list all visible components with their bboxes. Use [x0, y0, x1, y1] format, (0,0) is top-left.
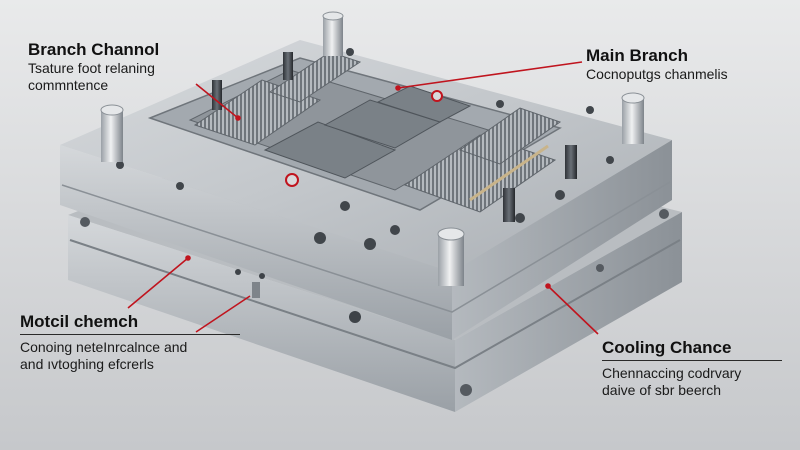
label-branch-channel: Branch Channol Tsature foot relaning com…	[28, 40, 198, 94]
cooling-channel-grille	[403, 107, 562, 213]
top-holes	[116, 48, 614, 250]
guide-pin-front-left	[100, 104, 124, 162]
label-branch-line-2: commntence	[28, 77, 109, 93]
label-branch-line-1: Tsature foot relaning	[28, 60, 155, 76]
label-main-branch: Main Branch Cocnoputgs chanmelis	[586, 46, 776, 83]
label-metal-line-2: and ıvtoghing efcrerls	[20, 356, 154, 372]
leader-metal-2	[195, 295, 251, 333]
label-cooling-channel: Cooling Chance Chennaccing codrvary daiv…	[602, 338, 782, 399]
ejector-pins	[212, 52, 577, 222]
label-metal-title: Motcil chemch	[20, 312, 139, 331]
guide-pin-front	[437, 227, 465, 286]
leader-main	[397, 61, 583, 89]
label-cooling-line-1: Chennaccing codrvary	[602, 365, 742, 381]
leader-branch	[195, 83, 239, 119]
label-main-title: Main Branch	[586, 46, 689, 65]
label-metal-channel: Motcil chemch Conoing neteInrcalnce and …	[20, 312, 240, 373]
leader-lines	[127, 61, 599, 335]
label-branch-title: Branch Channol	[28, 40, 160, 59]
guide-pin-back	[322, 11, 344, 56]
label-main-line-1: Cocnoputgs chanmelis	[586, 66, 728, 82]
label-metal-rule	[20, 334, 240, 335]
label-cooling-rule	[602, 360, 782, 361]
guide-pin-right	[621, 92, 645, 144]
label-cooling-title: Cooling Chance	[602, 338, 732, 357]
label-cooling-line-2: daive of sbr beerch	[602, 382, 722, 398]
leader-metal	[127, 257, 189, 309]
branch-channel-grille	[193, 51, 362, 146]
label-metal-line-1: Conoing neteInrcalnce and	[20, 339, 188, 355]
leader-cooling	[547, 285, 599, 335]
